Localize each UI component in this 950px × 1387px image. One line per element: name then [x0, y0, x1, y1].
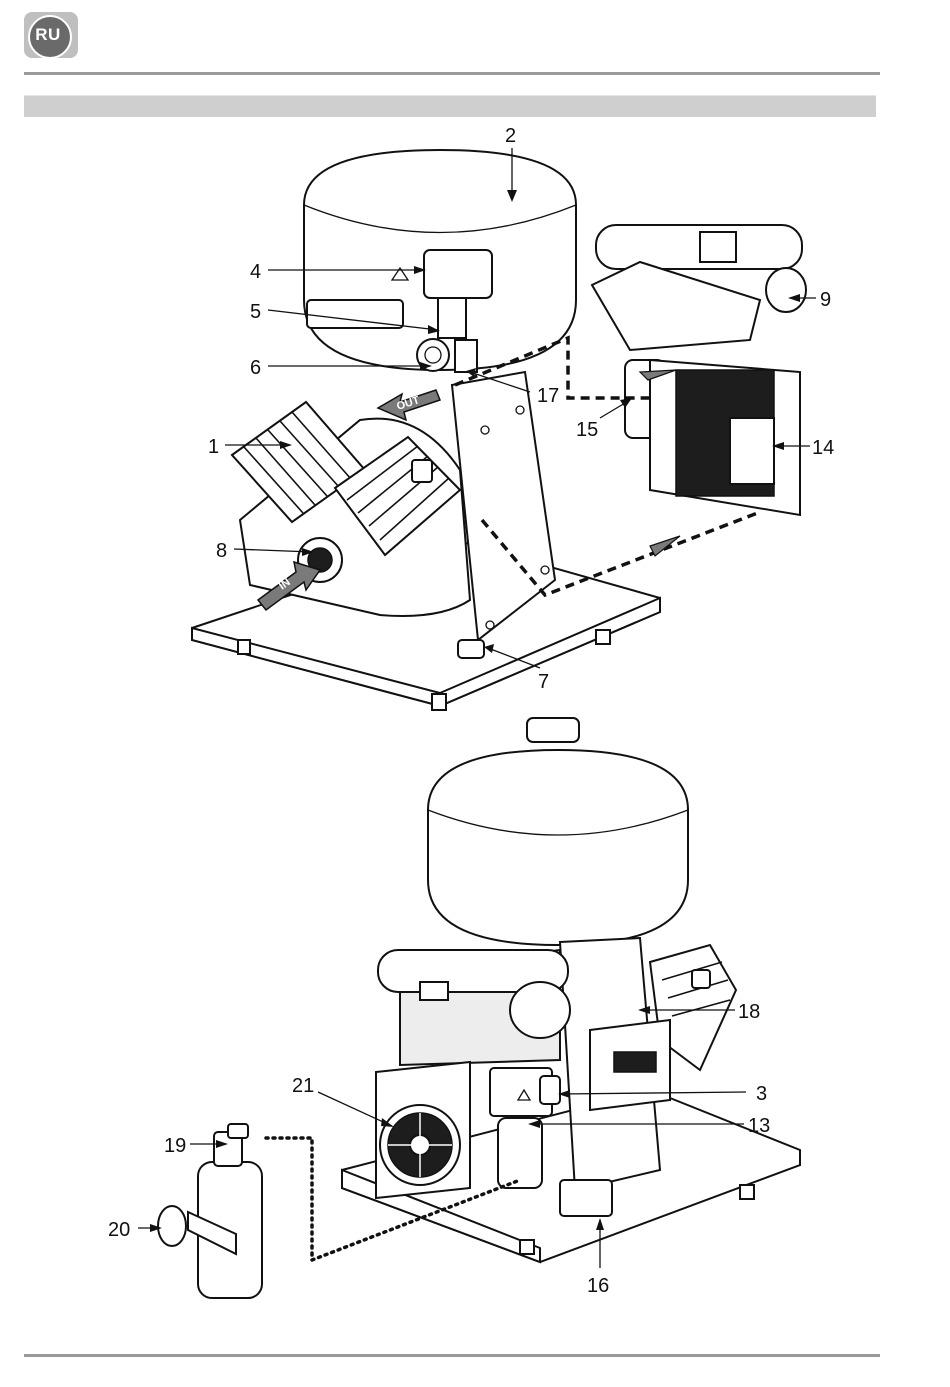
pressure-switch	[424, 250, 492, 298]
foot-b2	[740, 1185, 754, 1199]
callout-17: 17	[537, 385, 559, 407]
foot-b1	[520, 1240, 534, 1254]
callout-9: 9	[820, 289, 831, 311]
callout-7: 7	[538, 671, 549, 693]
warning-label	[614, 1052, 656, 1072]
callout-15: 15	[576, 419, 598, 441]
callout-3: 3	[756, 1083, 767, 1105]
foot-3	[596, 630, 610, 644]
air-tank-bottom	[428, 750, 688, 945]
dryer-module	[592, 225, 806, 515]
cooler-cover	[730, 418, 774, 484]
switch-stem	[438, 298, 466, 338]
callout-6: 6	[250, 357, 261, 379]
foot-2	[432, 694, 446, 710]
bottom-assembly: 18 3 13 16 21 19 20	[108, 718, 800, 1298]
dryer-clamp	[700, 232, 736, 262]
callout-16: 16	[587, 1275, 609, 1297]
callout-1: 1	[208, 436, 219, 458]
check-valve	[458, 640, 484, 658]
drain-valve	[560, 1180, 612, 1216]
top-assembly: IN OUT 2 4 5	[192, 125, 834, 710]
flow-arrowhead	[650, 536, 680, 556]
callout-4: 4	[250, 261, 261, 283]
foot-1	[238, 640, 250, 654]
callout-13: 13	[748, 1115, 770, 1137]
valve-block	[455, 340, 477, 372]
callout-14: 14	[812, 437, 834, 459]
callout-18: 18	[738, 1001, 760, 1023]
callout-8: 8	[216, 540, 227, 562]
callout-5: 5	[250, 301, 261, 323]
bottle-magnet	[158, 1206, 186, 1246]
callout-2: 2	[505, 125, 516, 147]
cartridge-label	[420, 982, 448, 1000]
callout-19: 19	[164, 1135, 186, 1157]
filter-bowl	[498, 1118, 542, 1188]
cartridge-cap	[510, 982, 570, 1038]
cartridge-end	[766, 268, 806, 312]
valve-3	[540, 1076, 560, 1104]
fan-icon	[376, 1062, 470, 1198]
arrow-out-icon: OUT	[378, 390, 440, 420]
callout-21: 21	[292, 1075, 314, 1097]
mount-bracket	[592, 262, 760, 350]
tank-handle	[527, 718, 579, 742]
callout-20: 20	[108, 1219, 130, 1241]
